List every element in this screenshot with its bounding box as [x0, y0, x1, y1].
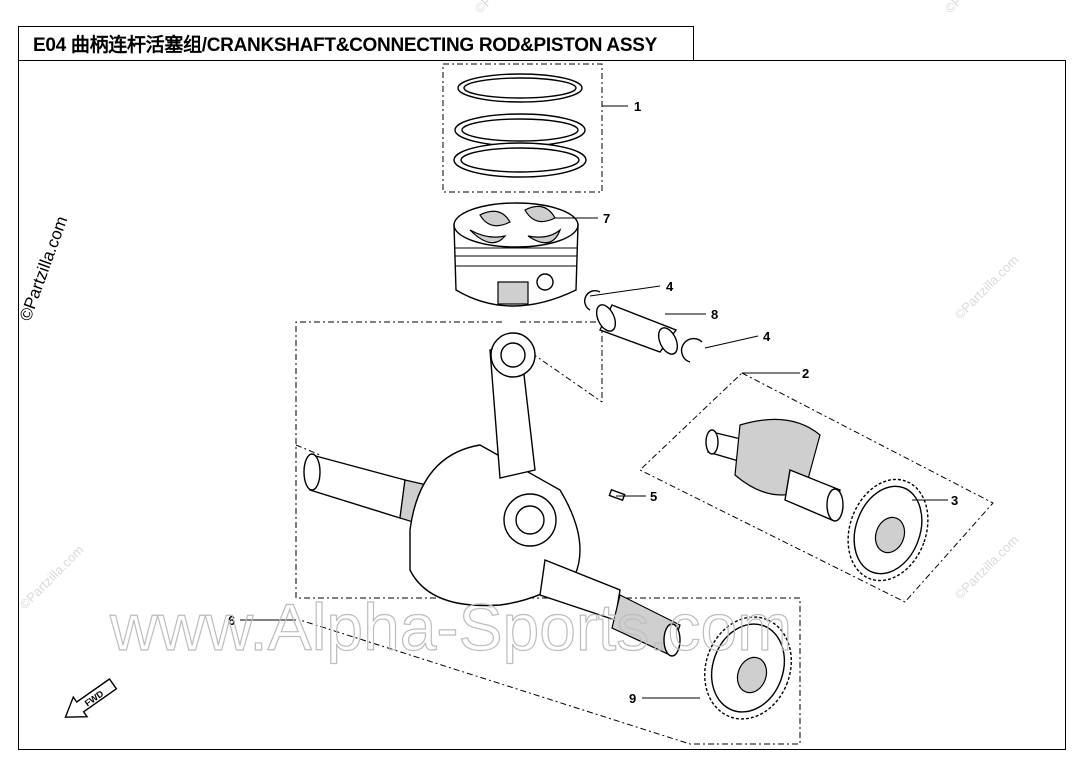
- callout-9: 9: [629, 691, 636, 706]
- callout-5: 5: [650, 489, 657, 504]
- shaft-axis-line: [295, 444, 321, 456]
- callouts: 1 2 3 4 4 5 6 7 8 9: [228, 99, 958, 706]
- balance-shaft-group-outline: [639, 372, 994, 603]
- callout-8: 8: [711, 307, 718, 322]
- callout-1: 1: [634, 99, 641, 114]
- piston-pin: [595, 304, 679, 355]
- callout-3: 3: [951, 493, 958, 508]
- side-watermark: ©Partzilla.com: [16, 214, 71, 324]
- fwd-arrow: FWD: [64, 678, 118, 718]
- small-watermark: ©Partzilla.com: [17, 542, 87, 612]
- piston-ring-set: [453, 73, 587, 178]
- callout-2: 2: [802, 366, 809, 381]
- title-bar: E04 曲柄连杆活塞组/CRANKSHAFT&CONNECTING ROD&PI…: [18, 26, 694, 61]
- crank-gear: [704, 616, 792, 720]
- woodruff-key: [608, 488, 626, 502]
- crankshaft-group-outline: [295, 321, 801, 745]
- callout-7: 7: [603, 211, 610, 226]
- page-title: E04 曲柄连杆活塞组/CRANKSHAFT&CONNECTING ROD&PI…: [33, 35, 657, 56]
- small-watermark: ©Partzilla.com: [942, 0, 1012, 16]
- small-watermark: ©Partzilla.com: [952, 252, 1022, 322]
- callout-6: 6: [228, 613, 235, 628]
- balance-shaft: [705, 418, 844, 522]
- small-watermark: ©Partzilla.com: [472, 0, 542, 16]
- balance-drive-gear: [847, 478, 929, 582]
- callout-4-left: 4: [666, 279, 674, 294]
- main-watermark: www.Alpha-Sports.com: [109, 590, 792, 664]
- leader-lines: [240, 105, 948, 699]
- small-watermark: ©Partzilla.com: [952, 532, 1022, 602]
- piston: [453, 202, 579, 307]
- callout-4-right: 4: [763, 329, 771, 344]
- crankshaft-assy: [303, 332, 681, 657]
- circlip-right: [680, 337, 703, 363]
